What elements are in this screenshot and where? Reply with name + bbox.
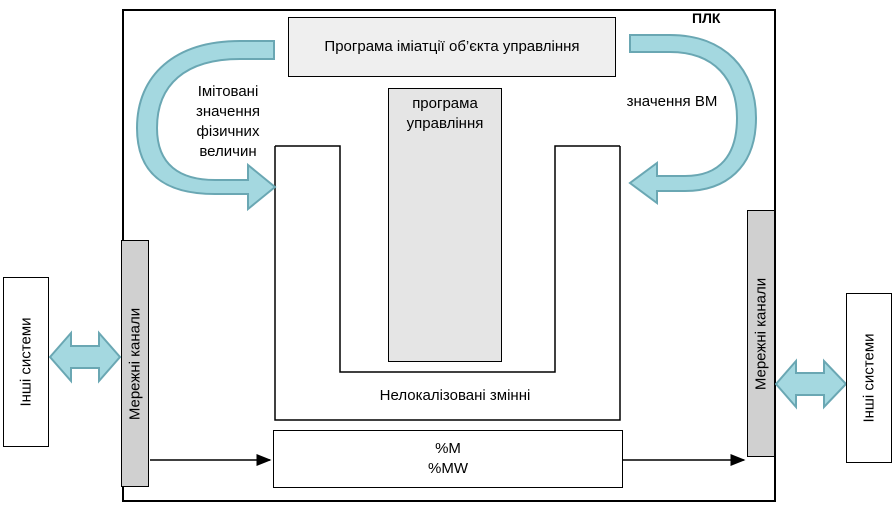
- simulation-program-label: Програма іміатції об’єкта управління: [324, 38, 580, 55]
- simulated-values-label: Імітовані значення фізичних величин: [195, 83, 261, 160]
- simulated-values-curved-arrow: [135, 40, 277, 212]
- memory-line-2: %MW: [428, 460, 468, 477]
- network-channels-left: Мережні канали: [121, 240, 149, 487]
- right-double-arrow: [774, 358, 848, 410]
- control-program-label: програма управління: [406, 95, 484, 132]
- network-channels-right-label: Мережні канали: [752, 277, 770, 390]
- network-channels-right: Мережні канали: [747, 210, 775, 457]
- vm-values-curved-arrow: [628, 34, 758, 205]
- other-systems-right-label: Інші системи: [860, 333, 878, 423]
- memory-box: %M %MW: [273, 430, 623, 488]
- plc-title: ПЛК: [692, 10, 721, 26]
- vm-values-label: значення ВМ: [626, 93, 718, 110]
- network-channels-left-label: Мережні канали: [126, 307, 144, 420]
- control-program-box: програма управління: [388, 88, 502, 362]
- other-systems-left-label: Інші системи: [17, 317, 35, 407]
- other-systems-right: Інші системи: [846, 293, 892, 463]
- nonlocalized-vars-outline: [274, 145, 621, 421]
- left-double-arrow: [48, 330, 122, 384]
- simulation-program-box: Програма іміатції об’єкта управління: [288, 17, 616, 77]
- other-systems-left: Інші системи: [3, 277, 49, 447]
- memory-line-1: %M: [435, 440, 461, 457]
- nonlocalized-vars-label: Нелокалізовані змінні: [379, 387, 531, 404]
